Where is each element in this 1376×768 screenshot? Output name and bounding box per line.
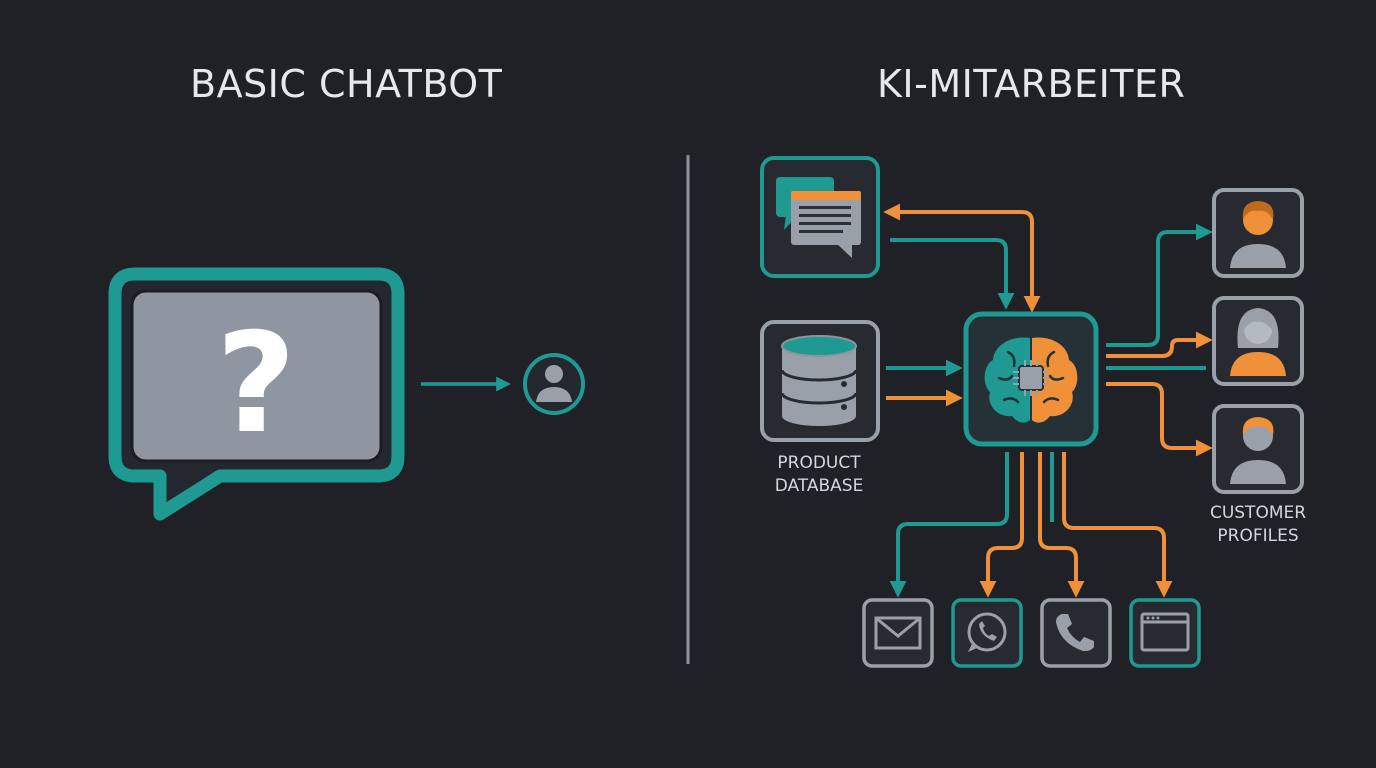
chat-messages-icon [760,156,880,278]
male-user-icon [1212,404,1304,494]
brain-to-email-arrow [889,452,1009,598]
browser-window-icon [1129,598,1201,668]
ai-brain-chip-icon [963,311,1099,447]
chat-to-brain-teal-arrow [890,238,1015,310]
basic-chatbot-title: BASIC CHATBOT [190,62,503,106]
brain-to-profile-1-arrow [1106,223,1213,347]
brain-to-profile-2-arrow [1106,331,1213,358]
email-icon [862,598,934,668]
brain-to-browser-arrow [1062,452,1173,598]
user-avatar-icon [523,353,585,415]
female-user-icon [1212,296,1304,386]
whatsapp-icon [951,598,1023,668]
male-user-icon [1212,188,1304,278]
chat-brain-orange-arrow [883,203,1041,313]
connector-lines [883,203,1213,598]
phone-icon [1040,598,1112,668]
brain-to-phone-arrow [1038,452,1085,598]
question-mark-glyph: ? [216,303,296,464]
speech-bubble-question-icon: ? [108,267,405,521]
brain-to-profile-3-arrow [1106,382,1213,457]
database-icon [760,320,880,442]
brain-to-whatsapp-arrow [979,452,1024,598]
ki-mitarbeiter-title: KI-MITARBEITER [877,62,1186,106]
